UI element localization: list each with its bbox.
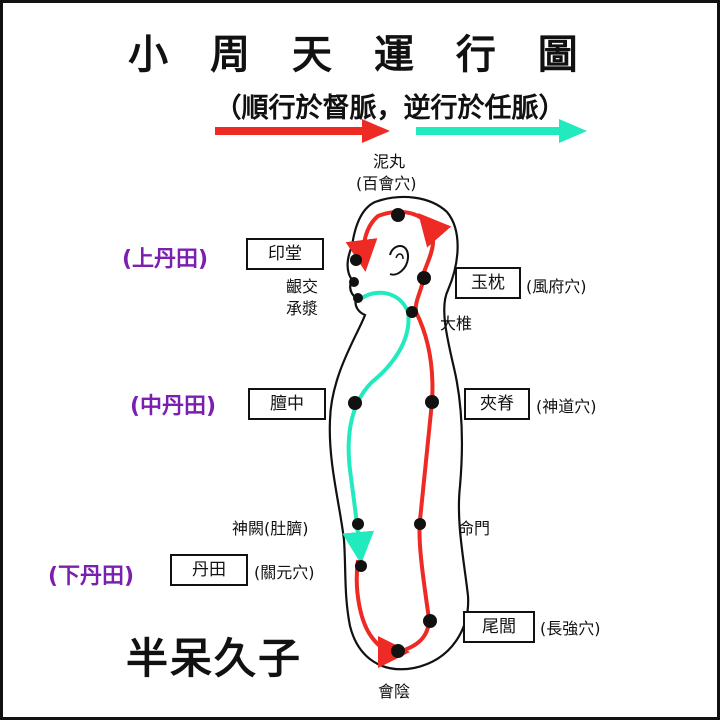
label-dazhui: 大椎	[440, 314, 473, 333]
label-yinjiao: 齦交	[286, 277, 319, 296]
label-niwan: 泥丸	[373, 152, 406, 171]
diagram-title: 小 周 天 運 行 圖	[128, 31, 592, 78]
box-jiaji: 夾脊	[464, 388, 530, 420]
box-weilv: 尾閭	[463, 611, 535, 643]
point-jiaji	[425, 395, 439, 409]
point-danzhong	[348, 396, 362, 410]
label-baihui: (百會穴)	[356, 174, 417, 193]
ear-inner	[395, 253, 404, 260]
point-dantian	[355, 560, 367, 572]
diagram-subtitle: （順行於督脈，逆行於任脈）	[214, 93, 566, 124]
label-huiyin: 會陰	[378, 682, 411, 701]
point-yintang	[350, 254, 362, 266]
point-huiyin	[391, 644, 405, 658]
point-shenque	[352, 518, 364, 530]
ear-outline	[389, 245, 410, 276]
label-lower-dantian: (下丹田)	[48, 564, 135, 589]
point-niwan	[391, 208, 405, 222]
label-middle-dantian: (中丹田)	[130, 394, 217, 419]
label-shenque: 神闕(肚臍)	[232, 519, 309, 538]
du-direction-arrowhead	[362, 119, 390, 143]
watermark-logo: 半呆久子	[126, 634, 303, 683]
point-yuzhen	[417, 271, 431, 285]
box-danzhong: 膻中	[248, 388, 326, 420]
du-head-arc	[345, 209, 426, 272]
ren-meridian-path	[342, 290, 411, 564]
du-meridian-path	[397, 212, 452, 654]
box-yintang: 印堂	[246, 238, 324, 270]
point-weilv	[423, 614, 437, 628]
du-lower-loop	[354, 559, 410, 668]
label-shendao: (神道穴)	[536, 397, 597, 416]
point-mingmen	[414, 518, 426, 530]
point-dazhui	[406, 306, 418, 318]
label-changqiang: (長強穴)	[540, 619, 601, 638]
label-fengfu: (風府穴)	[526, 277, 587, 296]
label-upper-dantian: (上丹田)	[122, 247, 209, 272]
point-chengjiang	[353, 293, 363, 303]
ren-direction-arrowhead	[559, 119, 587, 143]
body-outline	[328, 195, 470, 671]
label-chengjiang: 承漿	[286, 299, 319, 318]
box-yuzhen: 玉枕	[455, 267, 521, 299]
label-guanyuan: (關元穴)	[254, 563, 315, 582]
label-mingmen: 命門	[458, 519, 491, 538]
box-dantian: 丹田	[170, 554, 248, 586]
point-yinjiao	[349, 277, 359, 287]
